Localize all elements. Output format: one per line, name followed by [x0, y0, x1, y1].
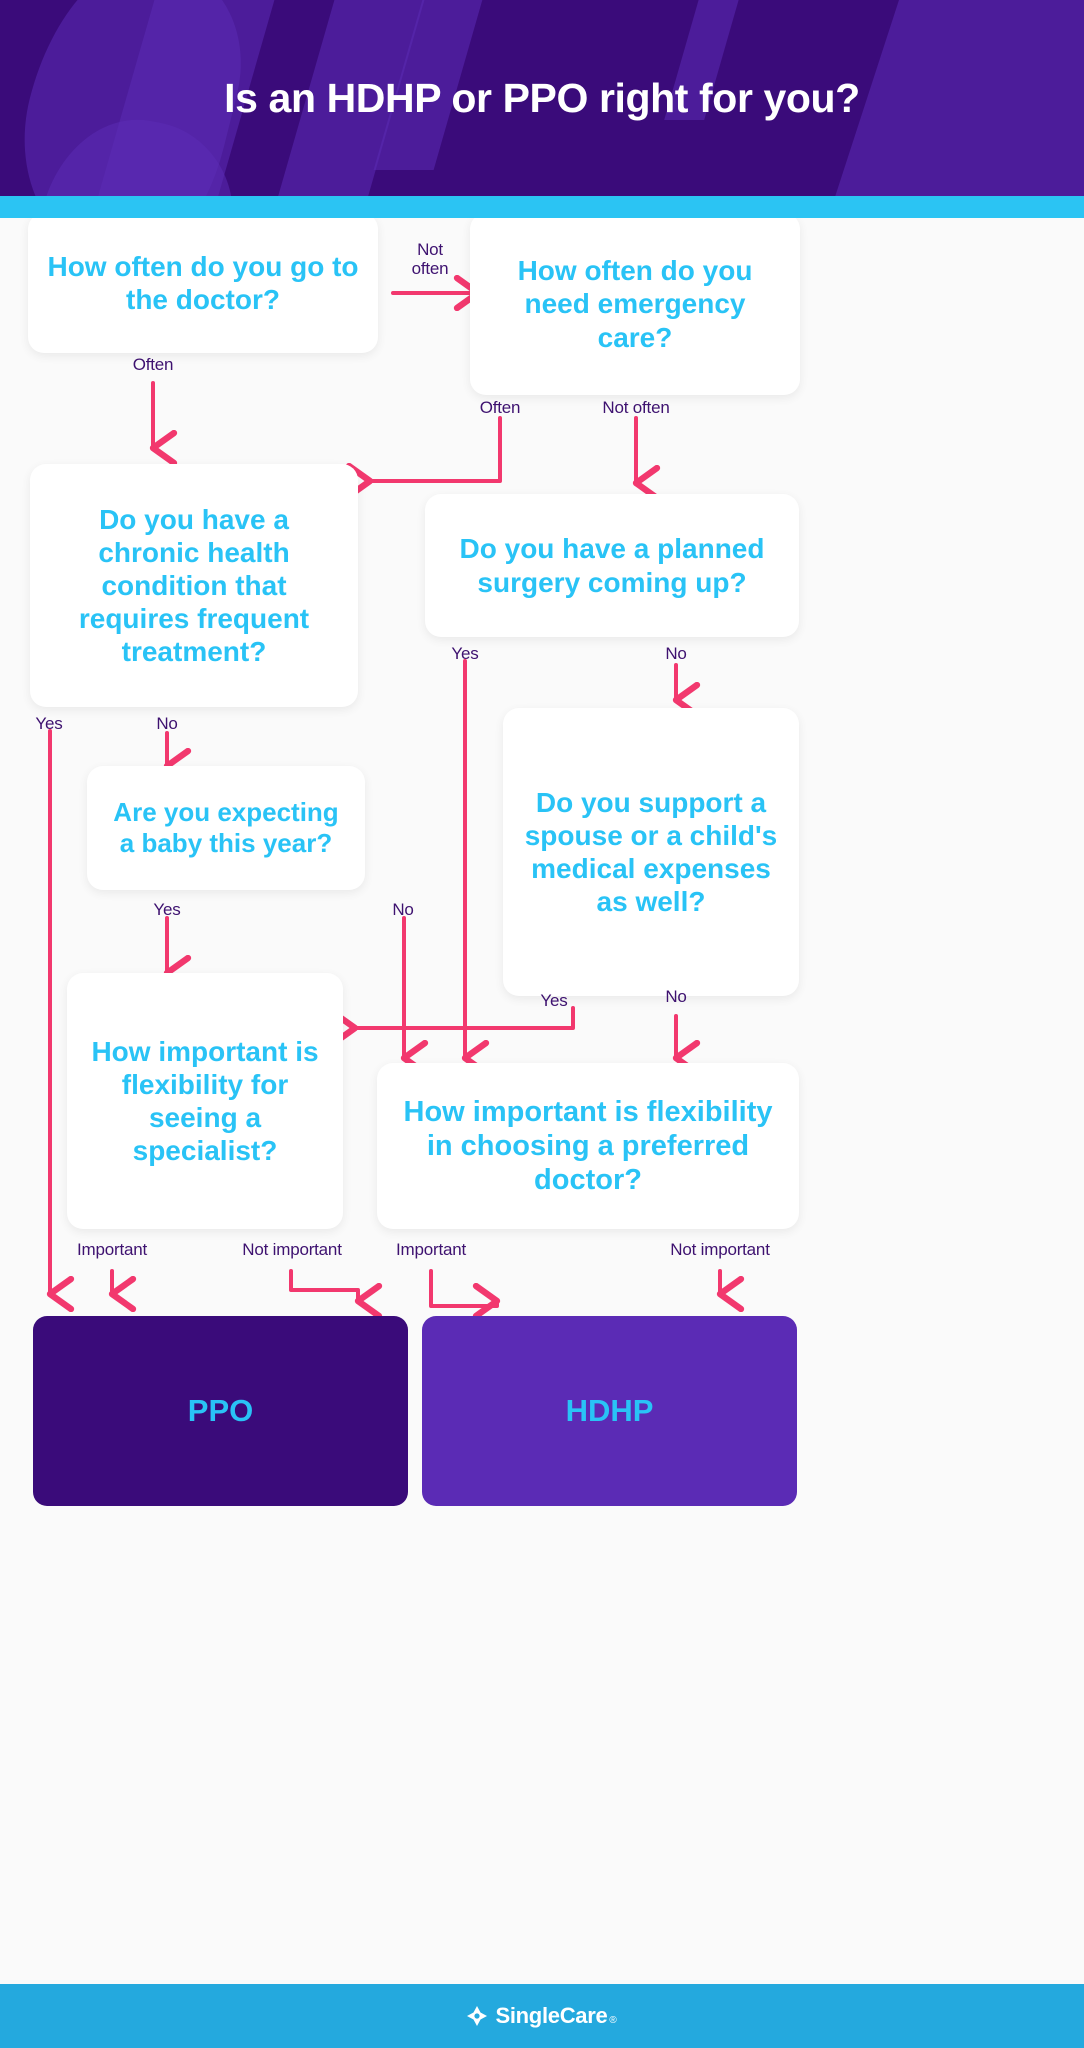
edge-label-baby-no: No	[392, 900, 414, 919]
edge-label-preferred-important: Important	[395, 1240, 467, 1259]
result-box-hdhp[interactable]: HDHP	[422, 1316, 797, 1506]
question-box-emergency-care[interactable]: How often do you need emergency care?	[470, 213, 800, 395]
footer-registered-mark: ®	[609, 2015, 617, 2026]
edge-dependents-yes	[355, 1006, 575, 1028]
edge-label-surgery-yes: Yes	[451, 644, 479, 663]
edge-label-chronic-no: No	[156, 714, 178, 733]
question-box-expecting-baby[interactable]: Are you expecting a baby this year?	[87, 766, 365, 890]
edge-preferred-important	[429, 1269, 497, 1306]
header-accent-bar	[0, 196, 1084, 218]
edge-emergency-often	[370, 416, 502, 481]
edge-label-specialist-important: Important	[76, 1240, 148, 1259]
edge-label-dependents-yes: Yes	[540, 991, 568, 1010]
question-box-dependents[interactable]: Do you support a spouse or a child's med…	[503, 708, 799, 996]
question-box-preferred-doctor-flexibility[interactable]: How important is flexibility in choosing…	[377, 1063, 799, 1229]
singlecare-diamond-logo-icon	[467, 2006, 488, 2026]
result-box-ppo[interactable]: PPO	[33, 1316, 408, 1506]
flowchart-canvas: How often do you go to the doctor? How o…	[0, 213, 1084, 1984]
edge-label-doctor-often: Often	[132, 355, 174, 374]
question-box-chronic-condition[interactable]: Do you have a chronic health condition t…	[30, 464, 358, 707]
edge-specialist-not-important	[289, 1269, 358, 1301]
page-footer: SingleCare ®	[0, 1984, 1084, 2048]
edge-label-specialist-not-important: Not important	[242, 1240, 342, 1259]
page-header	[0, 0, 1084, 212]
edge-label-chronic-yes: Yes	[35, 714, 63, 733]
edge-label-emergency-not-often: Not often	[602, 398, 670, 417]
question-box-planned-surgery[interactable]: Do you have a planned surgery coming up?	[425, 494, 799, 637]
question-box-doctor-visits[interactable]: How often do you go to the doctor?	[28, 213, 378, 353]
edge-label-baby-yes: Yes	[153, 900, 181, 919]
edge-label-emergency-often: Often	[479, 398, 521, 417]
footer-brand-name: SingleCare	[495, 2003, 608, 2028]
page-title: Is an HDHP or PPO right for you?	[224, 74, 860, 121]
footer-brand: SingleCare ®	[495, 2003, 616, 2029]
edge-label-preferred-not-important: Not important	[670, 1240, 770, 1259]
edge-label-doctor-not-often: Not often	[411, 240, 449, 279]
edge-label-surgery-no: No	[665, 644, 687, 663]
edge-label-dependents-no: No	[665, 987, 687, 1006]
question-box-specialist-flexibility[interactable]: How important is flexibility for seeing …	[67, 973, 343, 1229]
